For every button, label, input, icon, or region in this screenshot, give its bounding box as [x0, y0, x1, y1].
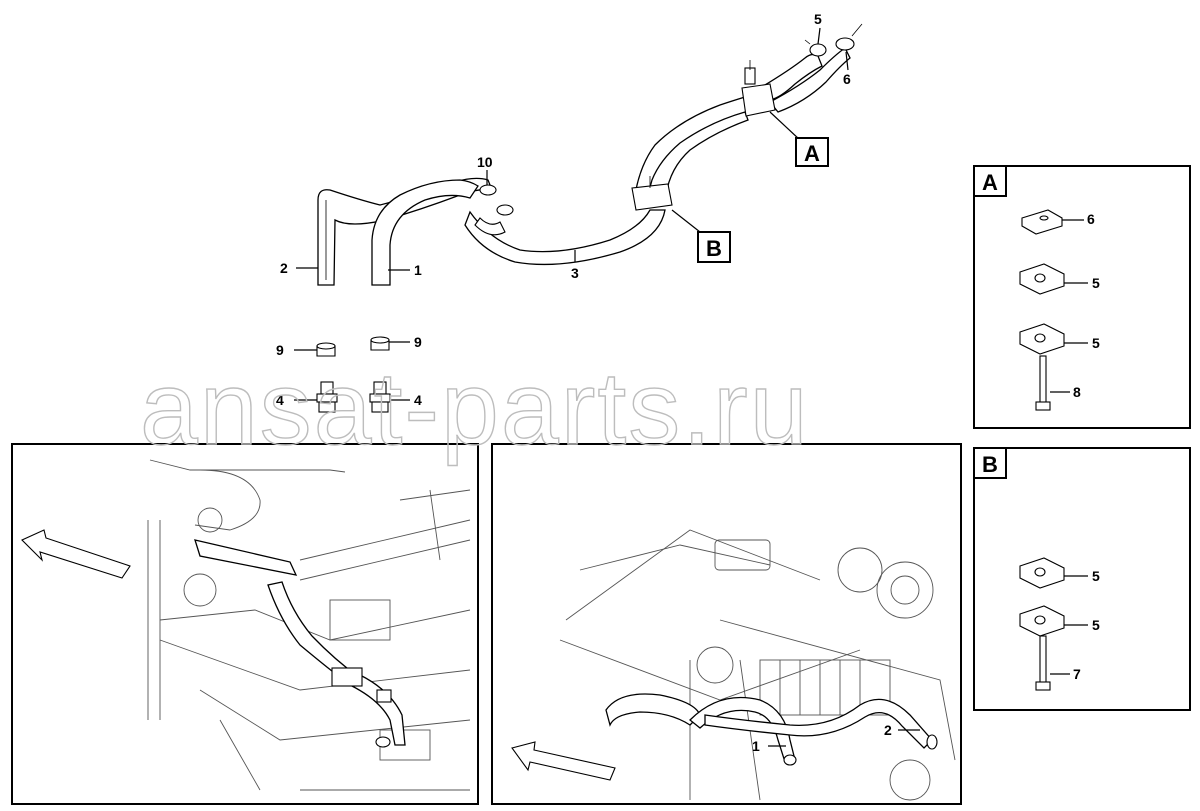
detail-b-label-7: 7	[1073, 666, 1081, 682]
detail-a-title: A	[982, 170, 998, 195]
clip-6	[835, 23, 863, 51]
detail-a-bolt-8: 8	[1035, 355, 1081, 411]
detail-b-label-5-lower: 5	[1092, 617, 1100, 633]
engine-outline	[559, 529, 956, 801]
label-clip-5: 5	[814, 11, 822, 27]
leader-lines	[294, 27, 849, 401]
fitting-4-right	[369, 381, 391, 413]
clip-5	[804, 39, 827, 57]
detail-a-box: A 6 5 5 8	[973, 165, 1191, 429]
label-clamp-9-right: 9	[414, 334, 422, 350]
callout-a: A	[795, 137, 829, 167]
label-middle-hose-2: 2	[884, 722, 892, 738]
label-middle-hose-1: 1	[752, 738, 760, 754]
label-hose-2: 2	[280, 260, 288, 276]
main-exploded-view: 2 1 3 9 9 4 4 10 5 6 A B	[276, 11, 863, 413]
detail-a-part-6: 6	[1021, 209, 1095, 235]
detail-a-label-8: 8	[1073, 384, 1081, 400]
callout-b-text: B	[706, 236, 722, 261]
detail-b-label-5-upper: 5	[1092, 568, 1100, 584]
bottom-left-view	[11, 443, 479, 805]
label-clamp-10: 10	[477, 154, 493, 170]
watermark: ansat-parts.ru	[140, 351, 810, 467]
label-clip-6: 6	[843, 71, 851, 87]
label-hose-1: 1	[414, 262, 422, 278]
callout-a-text: A	[804, 141, 820, 166]
detail-b-part-5-lower: 5	[1019, 605, 1100, 637]
clamp-9-left	[316, 342, 336, 357]
direction-arrow-left	[21, 529, 131, 579]
detail-a-label-5-upper: 5	[1092, 275, 1100, 291]
detail-b-title: B	[982, 452, 998, 477]
label-fitting-4-left: 4	[276, 392, 284, 408]
detail-a-label-6: 6	[1087, 211, 1095, 227]
detail-a-label-5-lower: 5	[1092, 335, 1100, 351]
bottom-middle-view: 1 2	[491, 443, 962, 805]
label-clamp-9-left: 9	[276, 342, 284, 358]
detail-b-part-5-upper: 5	[1019, 557, 1100, 589]
hoses-left-view	[194, 539, 406, 748]
hoses-middle-view	[605, 693, 938, 766]
callout-b: B	[697, 231, 731, 263]
detail-a-part-5-upper: 5	[1019, 263, 1100, 295]
clamp-9-right	[370, 336, 390, 351]
label-hose-3: 3	[571, 265, 579, 281]
fitting-4-left	[316, 381, 338, 413]
detail-a-part-5-lower: 5	[1019, 323, 1100, 355]
clamp-10	[474, 184, 514, 236]
hose-1	[371, 179, 479, 286]
direction-arrow-middle	[511, 741, 616, 781]
clamp-block-b	[631, 176, 673, 211]
clamp-block-a	[741, 60, 776, 117]
label-fitting-4-right: 4	[414, 392, 422, 408]
detail-b-box: B 5 5 7	[973, 447, 1191, 711]
chassis-frame-left	[147, 459, 471, 791]
hose-3	[464, 47, 851, 266]
detail-b-bolt-7: 7	[1035, 635, 1081, 691]
